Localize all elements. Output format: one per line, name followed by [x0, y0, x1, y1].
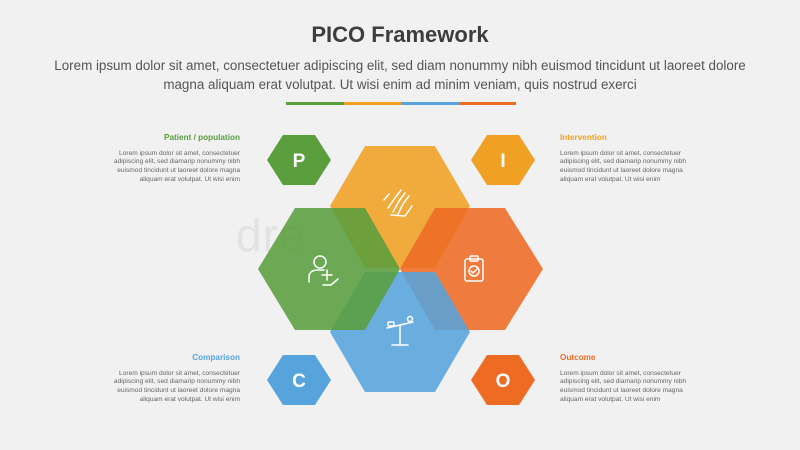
- letter-c: C: [292, 371, 306, 392]
- hex-patient: [258, 208, 400, 330]
- block-patient-text: Lorem ipsum dolor sit amet, consectetuer…: [113, 149, 240, 183]
- title-divider: [286, 102, 516, 105]
- hex-badge-p: [267, 135, 331, 185]
- block-intervention-title: Intervention: [560, 133, 607, 142]
- hex-badge-c: [267, 355, 331, 405]
- block-patient: Patient / population Lorem ipsum dolor s…: [112, 133, 240, 185]
- letter-i: I: [500, 151, 505, 172]
- letter-o: O: [496, 371, 511, 392]
- block-outcome-text: Lorem ipsum dolor sit amet, consectetuer…: [560, 369, 687, 403]
- page-subtitle: Lorem ipsum dolor sit amet, consectetuer…: [54, 58, 746, 92]
- page-title: PICO Framework: [311, 22, 489, 47]
- hex-badge-o: [471, 355, 535, 405]
- hex-badge-i: [471, 135, 535, 185]
- hand-care-icon: [383, 189, 413, 217]
- block-outcome: Outcome Lorem ipsum dolor sit amet, cons…: [560, 353, 688, 405]
- clipboard-check-icon: [464, 255, 484, 282]
- block-intervention: Intervention Lorem ipsum dolor sit amet,…: [560, 133, 688, 185]
- divider-segment-orange: [343, 102, 401, 105]
- divider-segment-blue: [401, 102, 459, 105]
- block-comparison-text: Lorem ipsum dolor sit amet, consectetuer…: [113, 369, 240, 403]
- divider-segment-red: [458, 102, 516, 105]
- letter-p: P: [293, 151, 306, 172]
- divider-segment-green: [286, 102, 344, 105]
- block-outcome-title: Outcome: [560, 353, 596, 362]
- block-patient-title: Patient / population: [164, 133, 240, 142]
- add-user-icon: [308, 255, 339, 286]
- balance-scale-icon: [386, 315, 414, 346]
- block-comparison: Comparison Lorem ipsum dolor sit amet, c…: [112, 353, 240, 405]
- block-comparison-title: Comparison: [192, 353, 240, 362]
- block-intervention-text: Lorem ipsum dolor sit amet, consectetuer…: [560, 149, 687, 183]
